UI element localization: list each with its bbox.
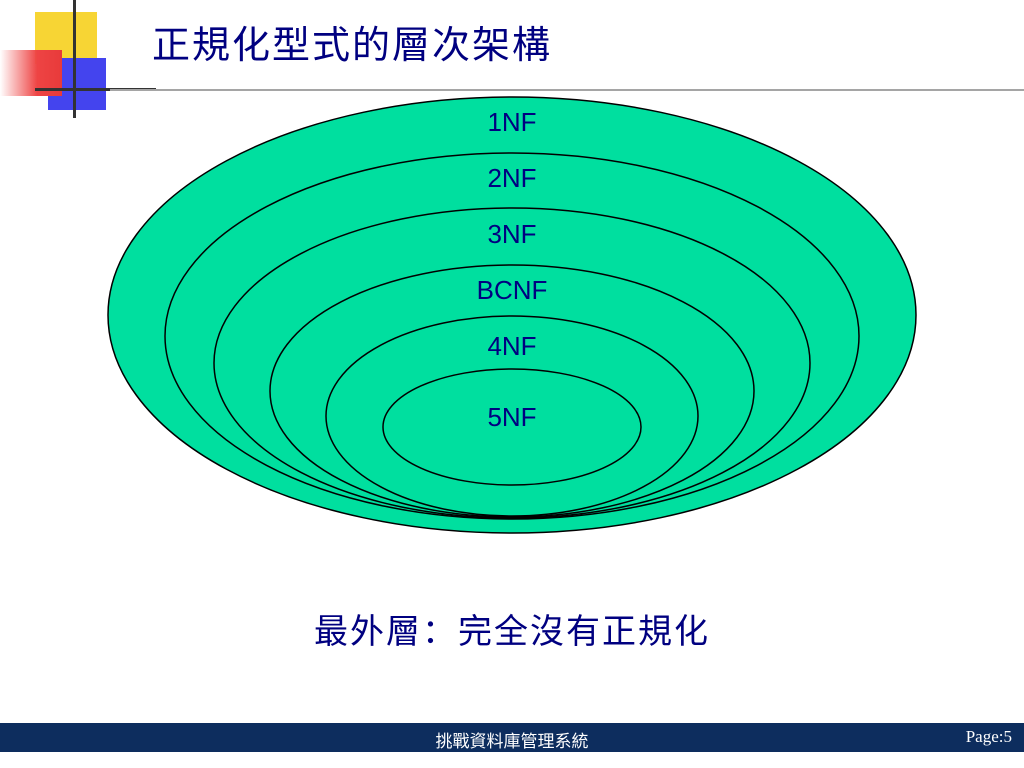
slide-title: 正規化型式的層次架構 — [152, 23, 553, 67]
page-number: Page:5 — [965, 727, 1012, 746]
logo-vertical-line — [73, 0, 76, 118]
label-bcnf: BCNF — [477, 275, 548, 305]
label-1nf: 1NF — [487, 107, 536, 137]
footer-bar: 挑戰資料庫管理系統 Page:5 — [0, 723, 1024, 752]
caption: 最外層：完全沒有正規化 — [314, 612, 710, 652]
ellipse-5nf — [382, 368, 642, 486]
label-5nf: 5NF — [487, 402, 536, 432]
decorative-logo — [0, 0, 160, 120]
label-2nf: 2NF — [487, 163, 536, 193]
label-4nf: 4NF — [487, 331, 536, 361]
title-rule — [110, 89, 1024, 91]
label-3nf: 3NF — [487, 219, 536, 249]
footer-title: 挑戰資料庫管理系統 — [435, 732, 589, 751]
logo-horizontal-line — [35, 88, 156, 91]
